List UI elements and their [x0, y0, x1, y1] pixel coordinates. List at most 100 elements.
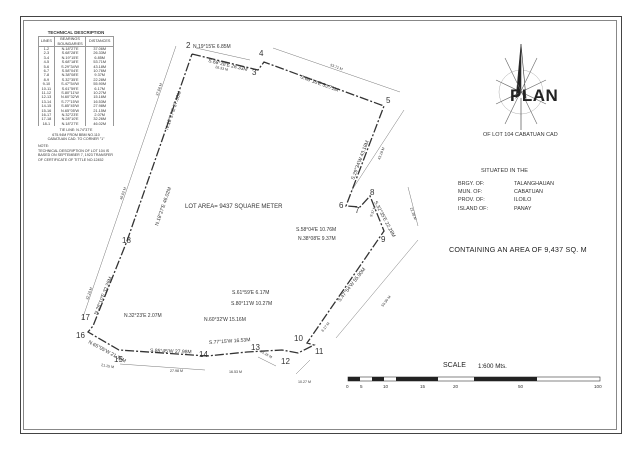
lot-boundary — [87, 53, 385, 357]
corner-13: 13 — [251, 343, 260, 352]
area-statement: CONTAINING AN AREA OF 9,437 SQ. M — [449, 245, 587, 254]
scale-tick-100: 100 — [594, 384, 602, 389]
note-block: NOTE: TECHNICAL DESCRIPTION OF LOT 104 I… — [38, 144, 114, 162]
scale-bar-segment-2 — [372, 377, 384, 381]
dim-12-13: 15.16 M — [260, 349, 273, 359]
scale-tick-20: 20 — [453, 384, 459, 389]
corner-16: 16 — [76, 331, 85, 340]
dim-7-8: 9.37 M — [369, 206, 377, 218]
dim-14-15: 27.98 M — [170, 369, 183, 373]
tie-line-block: TIE LINE: N.74°37'E 675.94M FROM BBM NO.… — [38, 128, 114, 142]
row-bearing: S.32°35'E — [53, 77, 87, 83]
row-distance: 9.37M — [85, 73, 114, 78]
corner-10: 10 — [294, 334, 303, 343]
row-bearing: N.19°15'E — [53, 55, 87, 61]
row-bearing: N.60°32'W — [53, 95, 87, 100]
dimension-line-14-15 — [119, 363, 206, 371]
plan-subtitle: OF LOT 104 CABATUAN CAD — [483, 132, 558, 138]
outer-dimensions: 37.06 M 26.33 M 53.71 M 43.18 M 9.37 M 2… — [85, 63, 417, 384]
dim-13-14: 16.53 M — [229, 370, 242, 374]
dimension-line-11-12 — [295, 359, 311, 375]
dim-15-16: 21.15 M — [101, 363, 114, 369]
dim-4-5: 53.71 M — [330, 63, 344, 71]
row-distance: 43.18M — [85, 64, 114, 69]
scale-tick-50: 50 — [518, 384, 524, 389]
note-text: TECHNICAL DESCRIPTION OF LOT 104 IS BASE… — [38, 148, 114, 162]
row-distance: 10.27M — [85, 90, 114, 96]
edge-label-13-14: S.77°15'W 16.53M — [209, 337, 251, 346]
row-bearing: N.65°05'W — [53, 108, 87, 113]
row-bearing: S.29°34'W — [53, 64, 87, 69]
scale-bar-segment-4 — [474, 377, 537, 381]
north-arrow-icon — [495, 43, 547, 130]
scale-bar: 0 5 10 15 20 50 100 — [346, 376, 602, 389]
edge-label-8-9: S.32°35'E 22.28M — [372, 200, 396, 238]
tie-line-from: 675.94M FROM BBM NO.110 — [52, 132, 100, 137]
corner-14: 14 — [199, 350, 208, 359]
row-bearing: S.77°15'W — [53, 99, 87, 105]
edge-label-10-11: S.61°59'E 6.17M — [232, 290, 269, 296]
edge-label-14-15: S.85°45'W 27.98M — [150, 348, 192, 355]
edge-label-7-8: N.38°08'E 9.37M — [298, 236, 336, 242]
location-row-brgy: BRGY. OF:TALANGHAUAN — [458, 181, 555, 187]
edge-label-2-3: S.68°28'E 26.33M — [208, 58, 249, 73]
row-bearing: S.58°04'E — [53, 68, 87, 74]
header-distances: DISTANCES — [85, 36, 114, 47]
edge-label-1-2: N.18°27'E 37.06M — [164, 90, 183, 130]
edge-label-18-1: N.18°27'E 46.02M — [154, 186, 173, 226]
row-bearing: N.38°08'E — [53, 73, 87, 78]
corner-6: 6 — [339, 201, 344, 210]
row-distance: 15.16M — [85, 95, 114, 100]
dim-8-9: 22.28 M — [409, 207, 417, 221]
location-block: BRGY. OF:TALANGHAUAN MUN. OF:CABATUAN PR… — [458, 180, 554, 213]
corner-7: 7 — [355, 206, 360, 215]
dim-18-1: 46.02 M — [119, 187, 127, 201]
edge-label-3-4: N.19°15'E 6.85M — [193, 44, 231, 50]
row-distance: 46.02M — [85, 121, 114, 127]
dimension-line-4-5 — [272, 47, 401, 93]
location-row-mun: MUN. OF:CABATUAN — [458, 189, 543, 196]
row-distance: 6.85M — [85, 55, 114, 61]
dimension-line-9-10 — [335, 239, 419, 339]
plan-title: PLAN — [510, 86, 559, 105]
edge-label-17-18: N.28°10'E 32.26M — [93, 276, 114, 316]
edge-label-16-17: N.32°23'E 2.07M — [124, 313, 162, 319]
drawing-inner-border — [23, 20, 617, 430]
edge-label-9-10: S.47°54'W 55.90M — [337, 267, 367, 303]
row-distance: 37.06M — [85, 46, 114, 52]
row-bearing: S.47°54'W — [53, 82, 87, 87]
dim-1-2: 37.06 M — [155, 83, 163, 97]
corner-8: 8 — [370, 188, 375, 197]
scale-ticks: 0 5 10 15 20 50 100 — [346, 384, 602, 389]
scale-tick-10: 10 — [383, 384, 389, 389]
row-bearing: N.18°27'E — [53, 121, 87, 127]
situated-heading: SITUATED IN THE — [481, 168, 529, 174]
corner-17: 17 — [81, 313, 90, 322]
dimension-line-5-6 — [351, 109, 405, 191]
corner-labels: 2 3 4 5 6 7 8 9 10 11 12 13 14 15 16 17 … — [76, 41, 391, 366]
dim-5-6: 43.18 M — [377, 147, 385, 161]
scale-bar-segment-1 — [348, 377, 360, 381]
dimension-lines — [81, 45, 419, 375]
row-distance: 16.53M — [85, 99, 114, 105]
edge-label-6-7: S.58°04'E 10.76M — [296, 227, 336, 233]
row-distance: 26.33M — [85, 51, 114, 56]
edge-label-11-12: S.80°11'W 10.27M — [231, 301, 272, 307]
lot-area-label: LOT AREA= 9437 SQUARE METER — [185, 204, 283, 210]
edge-label-15-16: N.65°05'W 21.15M — [87, 339, 127, 364]
